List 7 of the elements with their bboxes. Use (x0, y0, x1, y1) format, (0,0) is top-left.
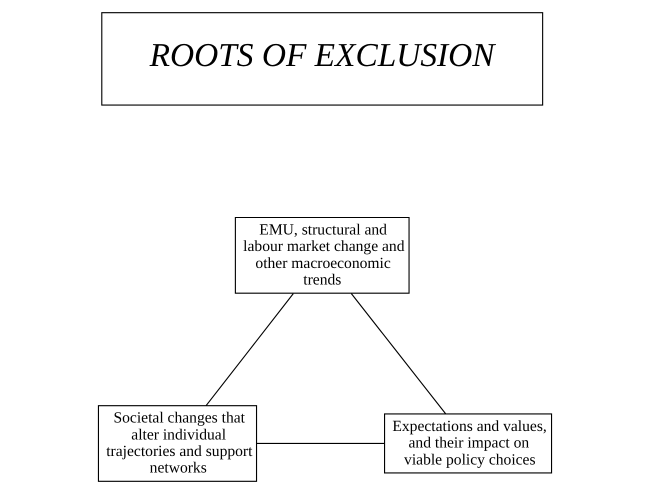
connector (206, 293, 294, 406)
node-box: Expectations and values, and their impact on viable policy choices (384, 413, 552, 474)
connector (256, 442, 384, 444)
node-box: EMU, structural and labour market change and other macroeconomic trends (234, 216, 410, 294)
node-box: ROOTS OF EXCLUSION (101, 12, 544, 106)
node-box: Societal changes that alter individual trajectories and support networks (98, 405, 258, 482)
connector (350, 293, 446, 414)
